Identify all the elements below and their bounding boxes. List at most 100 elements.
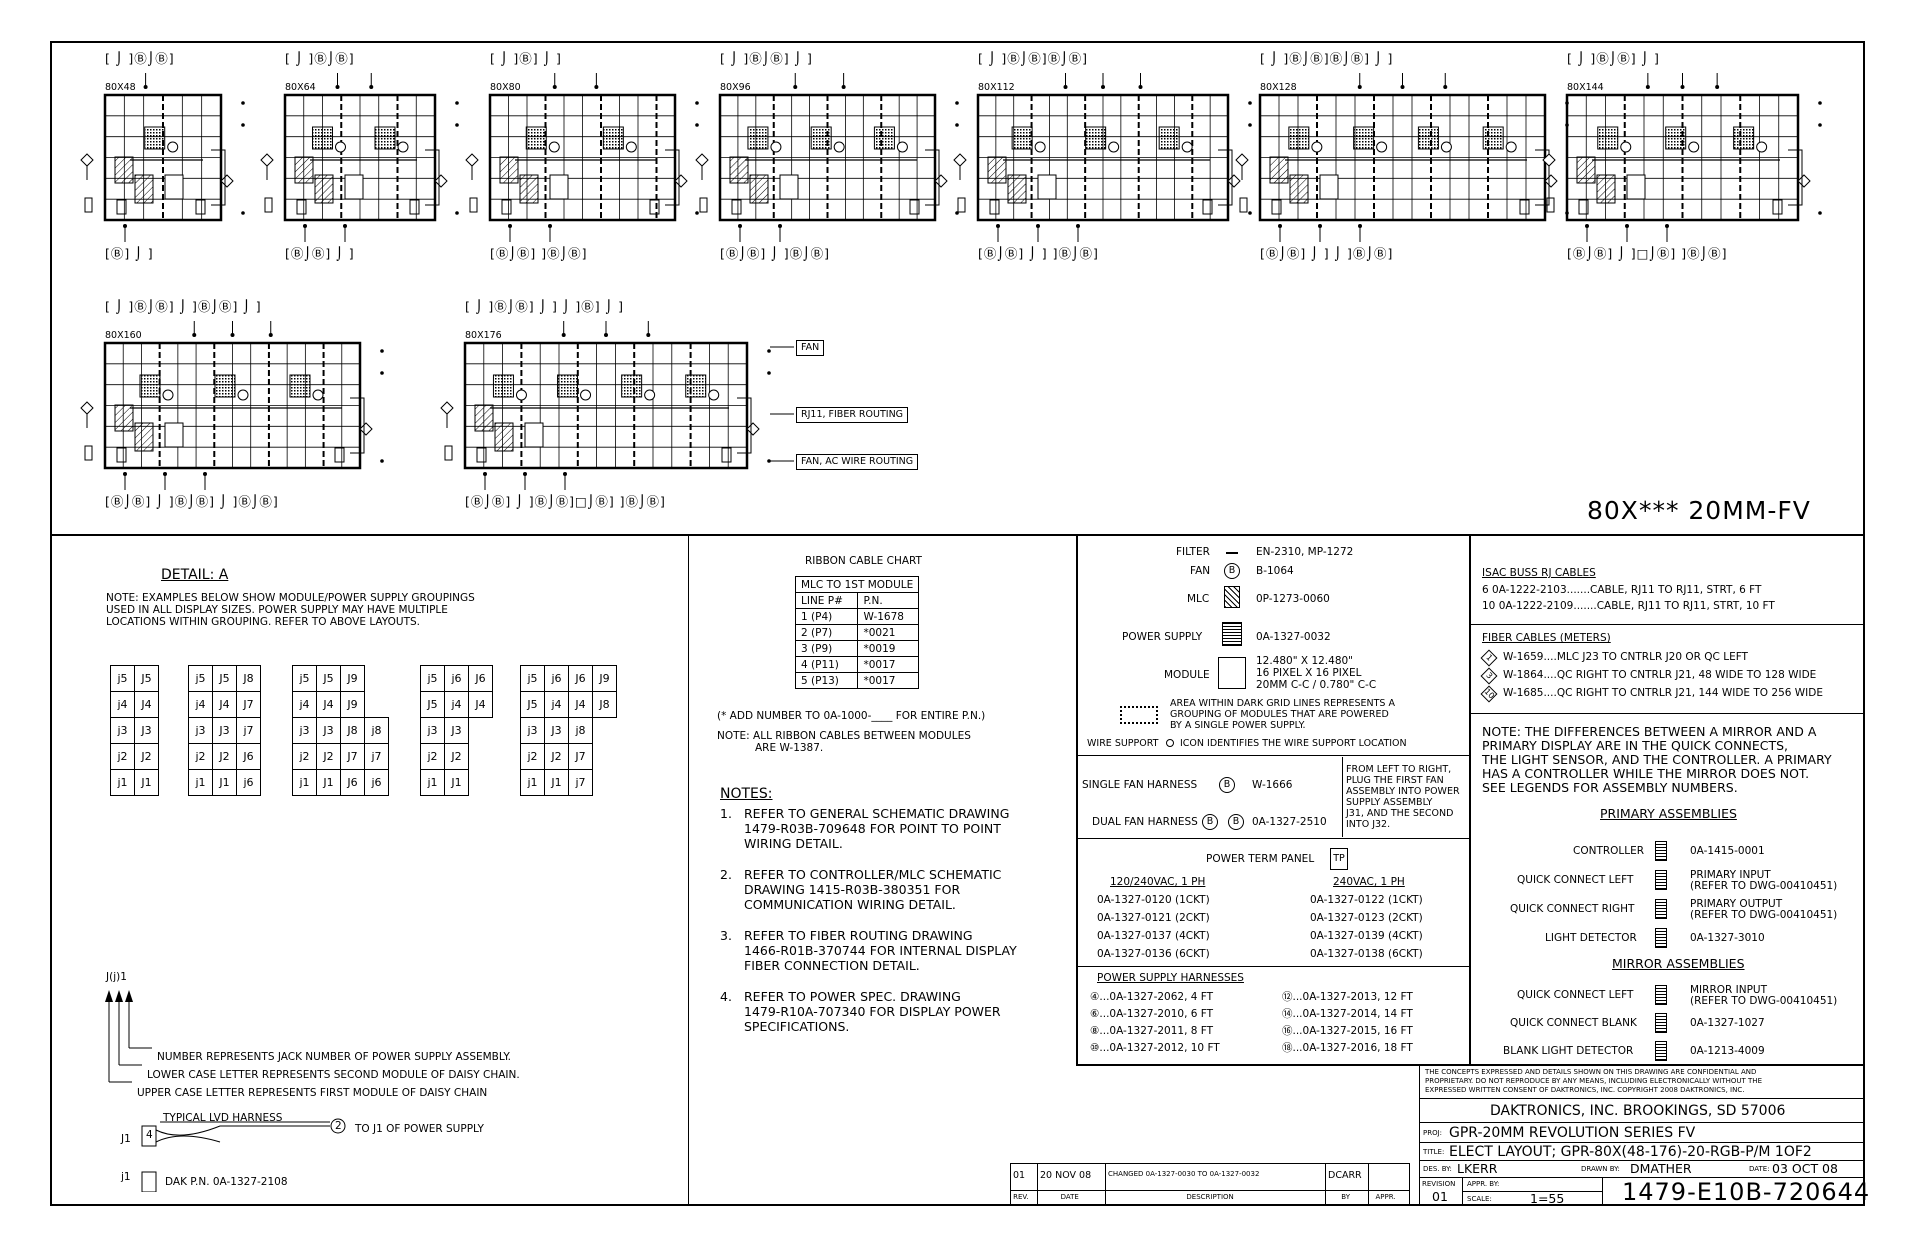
power-supply-icon (873, 126, 895, 150)
tb-date-label: DATE: (1749, 1165, 1770, 1173)
wire-support-icon (695, 211, 699, 215)
fiber-item: W-1685....QC RIGHT TO CNTRLR J21, 144 WI… (1503, 687, 1823, 699)
primary-icon (1655, 928, 1667, 948)
quick-connect-right-icon (1202, 199, 1213, 215)
detail-title: DETAIL: A (161, 567, 229, 583)
tb-left (1419, 1064, 1420, 1206)
wire-support-icon (455, 101, 459, 105)
note-line: 1479-R03B-709648 FOR POINT TO POINT (744, 821, 1001, 836)
legend-fan-label: FAN (1190, 565, 1211, 577)
fan-note-line: ASSEMBLY INTO POWER (1346, 786, 1460, 797)
primary-value: PRIMARY OUTPUT (1690, 898, 1783, 910)
power-supply-icon (1222, 622, 1242, 646)
tb-line-2 (1419, 1122, 1865, 1123)
harness-callout-icon (833, 141, 845, 153)
section-divider-h2 (1076, 1064, 1471, 1066)
legend-wire-support-text: ICON IDENTIFIES THE WIRE SUPPORT LOCATIO… (1180, 738, 1407, 749)
rev-vline (1368, 1163, 1369, 1206)
ribbon-note-1: NOTE: ALL RIBBON CABLES BETWEEN MODULES (717, 730, 971, 742)
jack-cell: j1 (110, 769, 135, 796)
power-supply-icon (810, 126, 832, 150)
controller-icon (1596, 174, 1616, 204)
top-fan-brackets: [ ⌡ ]Ⓑ⌡Ⓑ]Ⓑ⌡Ⓑ] ⌡ ] (1260, 51, 1394, 66)
power-supply-icon (621, 374, 643, 398)
fan-node (1358, 224, 1362, 228)
jack-cell: j1 (520, 769, 545, 796)
layout-size-label: 80X144 (1567, 82, 1604, 93)
primary-label: CONTROLLER (1573, 845, 1645, 857)
fiber-symbol-icon (934, 174, 948, 188)
wire-support-icon (455, 123, 459, 127)
fan-node (548, 224, 552, 228)
jack-cell: j4 (110, 691, 135, 718)
right-note-line: SEE LEGENDS FOR ASSEMBLY NUMBERS. (1482, 780, 1738, 795)
ribbon-header: MLC TO 1ST MODULE (794, 576, 920, 593)
tb-company: DAKTRONICS, INC. BROOKINGS, SD 57006 (1490, 1103, 1786, 1119)
fiber-item: W-1864....QC RIGHT TO CNTRLR J21, 48 WID… (1503, 669, 1817, 681)
mirror-title: MIRROR ASSEMBLIES (1612, 956, 1745, 971)
psh-item: ⑭...0A-1327-2014, 14 FT (1282, 1008, 1413, 1020)
top-fan-brackets: [ ⌡ ]Ⓑ⌡Ⓑ] ⌡ ] (720, 51, 813, 66)
ribbon-cell: 2 (P7) (794, 624, 859, 641)
jack-cell: J4 (212, 691, 237, 718)
fan-node (1063, 85, 1068, 89)
rev-head: REV. (1013, 1193, 1029, 1201)
jack-cell: J1 (544, 769, 569, 796)
quick-connect-right-icon (334, 447, 345, 463)
harness-callout-icon (167, 141, 179, 153)
layout-size-label: 80X128 (1260, 82, 1297, 93)
legend-area-2: GROUPING OF MODULES THAT ARE POWERED (1170, 709, 1389, 720)
note-line: SPECIFICATIONS. (744, 1019, 850, 1034)
rev-head: DATE (1060, 1193, 1079, 1201)
mirror-label: QUICK CONNECT LEFT (1517, 989, 1634, 1001)
fiber-symbol-icon (434, 174, 448, 188)
psh-item: ⑥...0A-1327-2010, 6 FT (1090, 1008, 1214, 1020)
power-supply-icon (525, 126, 547, 150)
fan-node (1680, 85, 1685, 89)
grouping-icon (1120, 706, 1158, 724)
term-panel-icon (1626, 174, 1646, 200)
power-supply-icon (1733, 126, 1755, 150)
tb-line-3 (1419, 1142, 1865, 1143)
harness-callout-icon (1181, 141, 1193, 153)
jack-cell: j7 (568, 769, 593, 796)
jack-cell: j2 (420, 743, 445, 770)
fiber-loop (925, 149, 940, 206)
fiber-symbol-icon (1797, 174, 1811, 188)
note-number: 3. (720, 928, 732, 943)
rev-vline (1105, 1163, 1106, 1206)
fan-node (778, 224, 782, 228)
harness-pn: DAK P.N. 0A-1327-2108 (165, 1176, 288, 1188)
bottom-fan-brackets: [Ⓑ⌡Ⓑ] ⌡ ]Ⓑ⌡Ⓑ]□⌡Ⓑ] ]Ⓑ⌡Ⓑ] (465, 494, 666, 509)
term-panel-icon: TP (1330, 848, 1348, 870)
jack-cell: j2 (110, 743, 135, 770)
fan-node (1645, 85, 1650, 89)
jack-cell: J5 (134, 665, 159, 692)
fiber-loop (1788, 149, 1803, 206)
controller-icon (134, 422, 154, 452)
harness-callout-icon (335, 141, 346, 153)
wire-support-icon (241, 101, 245, 105)
mirror-icon (1655, 1041, 1667, 1061)
note-line: REFER TO FIBER ROUTING DRAWING (744, 928, 973, 943)
quick-connect-right-icon (409, 199, 420, 215)
jack-cell: j2 (188, 743, 213, 770)
harness-callout-icon (312, 389, 324, 401)
term-col1-item: 0A-1327-0120 (1CKT) (1097, 894, 1210, 906)
fiber-symbol-icon (1235, 153, 1249, 167)
term-panel-icon (164, 422, 184, 448)
wire-support-icon (695, 101, 699, 105)
harness-callout-icon (1311, 141, 1323, 153)
rev-hline (1010, 1163, 1409, 1164)
fan-node (563, 472, 567, 476)
tb-confid-1: THE CONCEPTS EXPRESSED AND DETAILS SHOWN… (1425, 1068, 1757, 1076)
term-col2-item: 0A-1327-0139 (4CKT) (1310, 930, 1423, 942)
term-col1-item: 0A-1327-0137 (4CKT) (1097, 930, 1210, 942)
fan-node (1278, 224, 1282, 228)
legend-divider-1 (1078, 755, 1470, 756)
fan-node (1715, 85, 1720, 89)
